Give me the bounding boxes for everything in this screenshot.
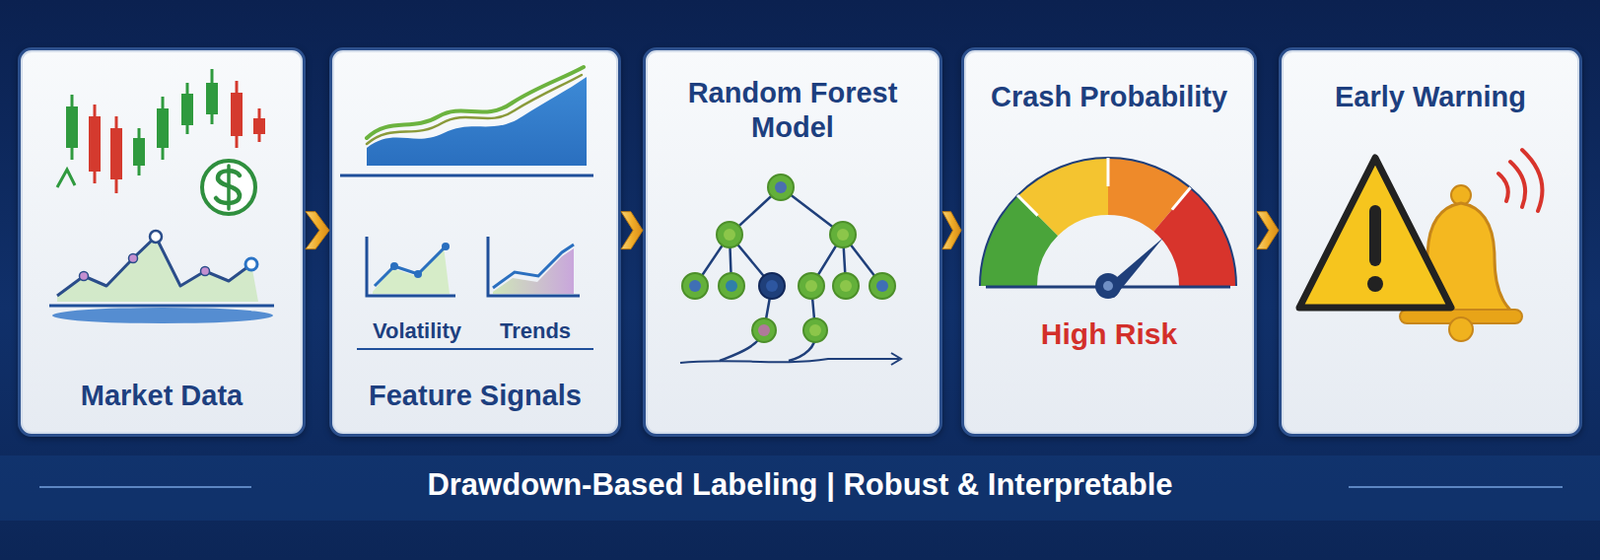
tree-nodes: [682, 174, 896, 343]
panel-text: Trends: [499, 318, 571, 345]
process-panel: Market Data: [17, 47, 306, 437]
risk-gauge: [979, 157, 1237, 299]
process-panel: Random Forest Model: [642, 47, 943, 437]
mini-chart: [366, 236, 456, 296]
decision-tree: [680, 187, 902, 365]
warning-triangle: [1299, 157, 1452, 308]
flow-chevron: [305, 211, 330, 250]
bell-icon: [1399, 149, 1542, 342]
panel-title: Early Warning: [1334, 79, 1527, 115]
flow-chevron: [621, 211, 643, 250]
panel-text: Volatility: [372, 318, 462, 345]
panel-text: Feature Signals: [368, 378, 582, 414]
caption: Drawdown-Based Labeling | Robust & Inter…: [0, 467, 1600, 503]
decor-line: [1348, 486, 1563, 488]
process-panel: Crash ProbabilityHigh Risk: [961, 47, 1257, 437]
flow-chevron: [1256, 211, 1279, 250]
panel-title: Market Data: [80, 378, 243, 414]
process-panel: Volatility TrendsFeature Signals: [329, 47, 622, 437]
decor-line: [39, 486, 252, 488]
dollar-icon: [202, 160, 256, 214]
price-line-chart: [49, 230, 275, 324]
panel-text: Crash Probability: [990, 79, 1228, 115]
area-chart: [340, 67, 594, 176]
panel-text: High Risk: [1041, 316, 1178, 352]
candlestick-chart: [57, 69, 266, 194]
panel-title: Random Forest Model: [669, 75, 916, 145]
caption-band: [0, 455, 1600, 521]
flow-chevron: [942, 211, 962, 250]
process-panel: Early Warning: [1278, 47, 1583, 437]
mini-chart: [356, 236, 594, 349]
